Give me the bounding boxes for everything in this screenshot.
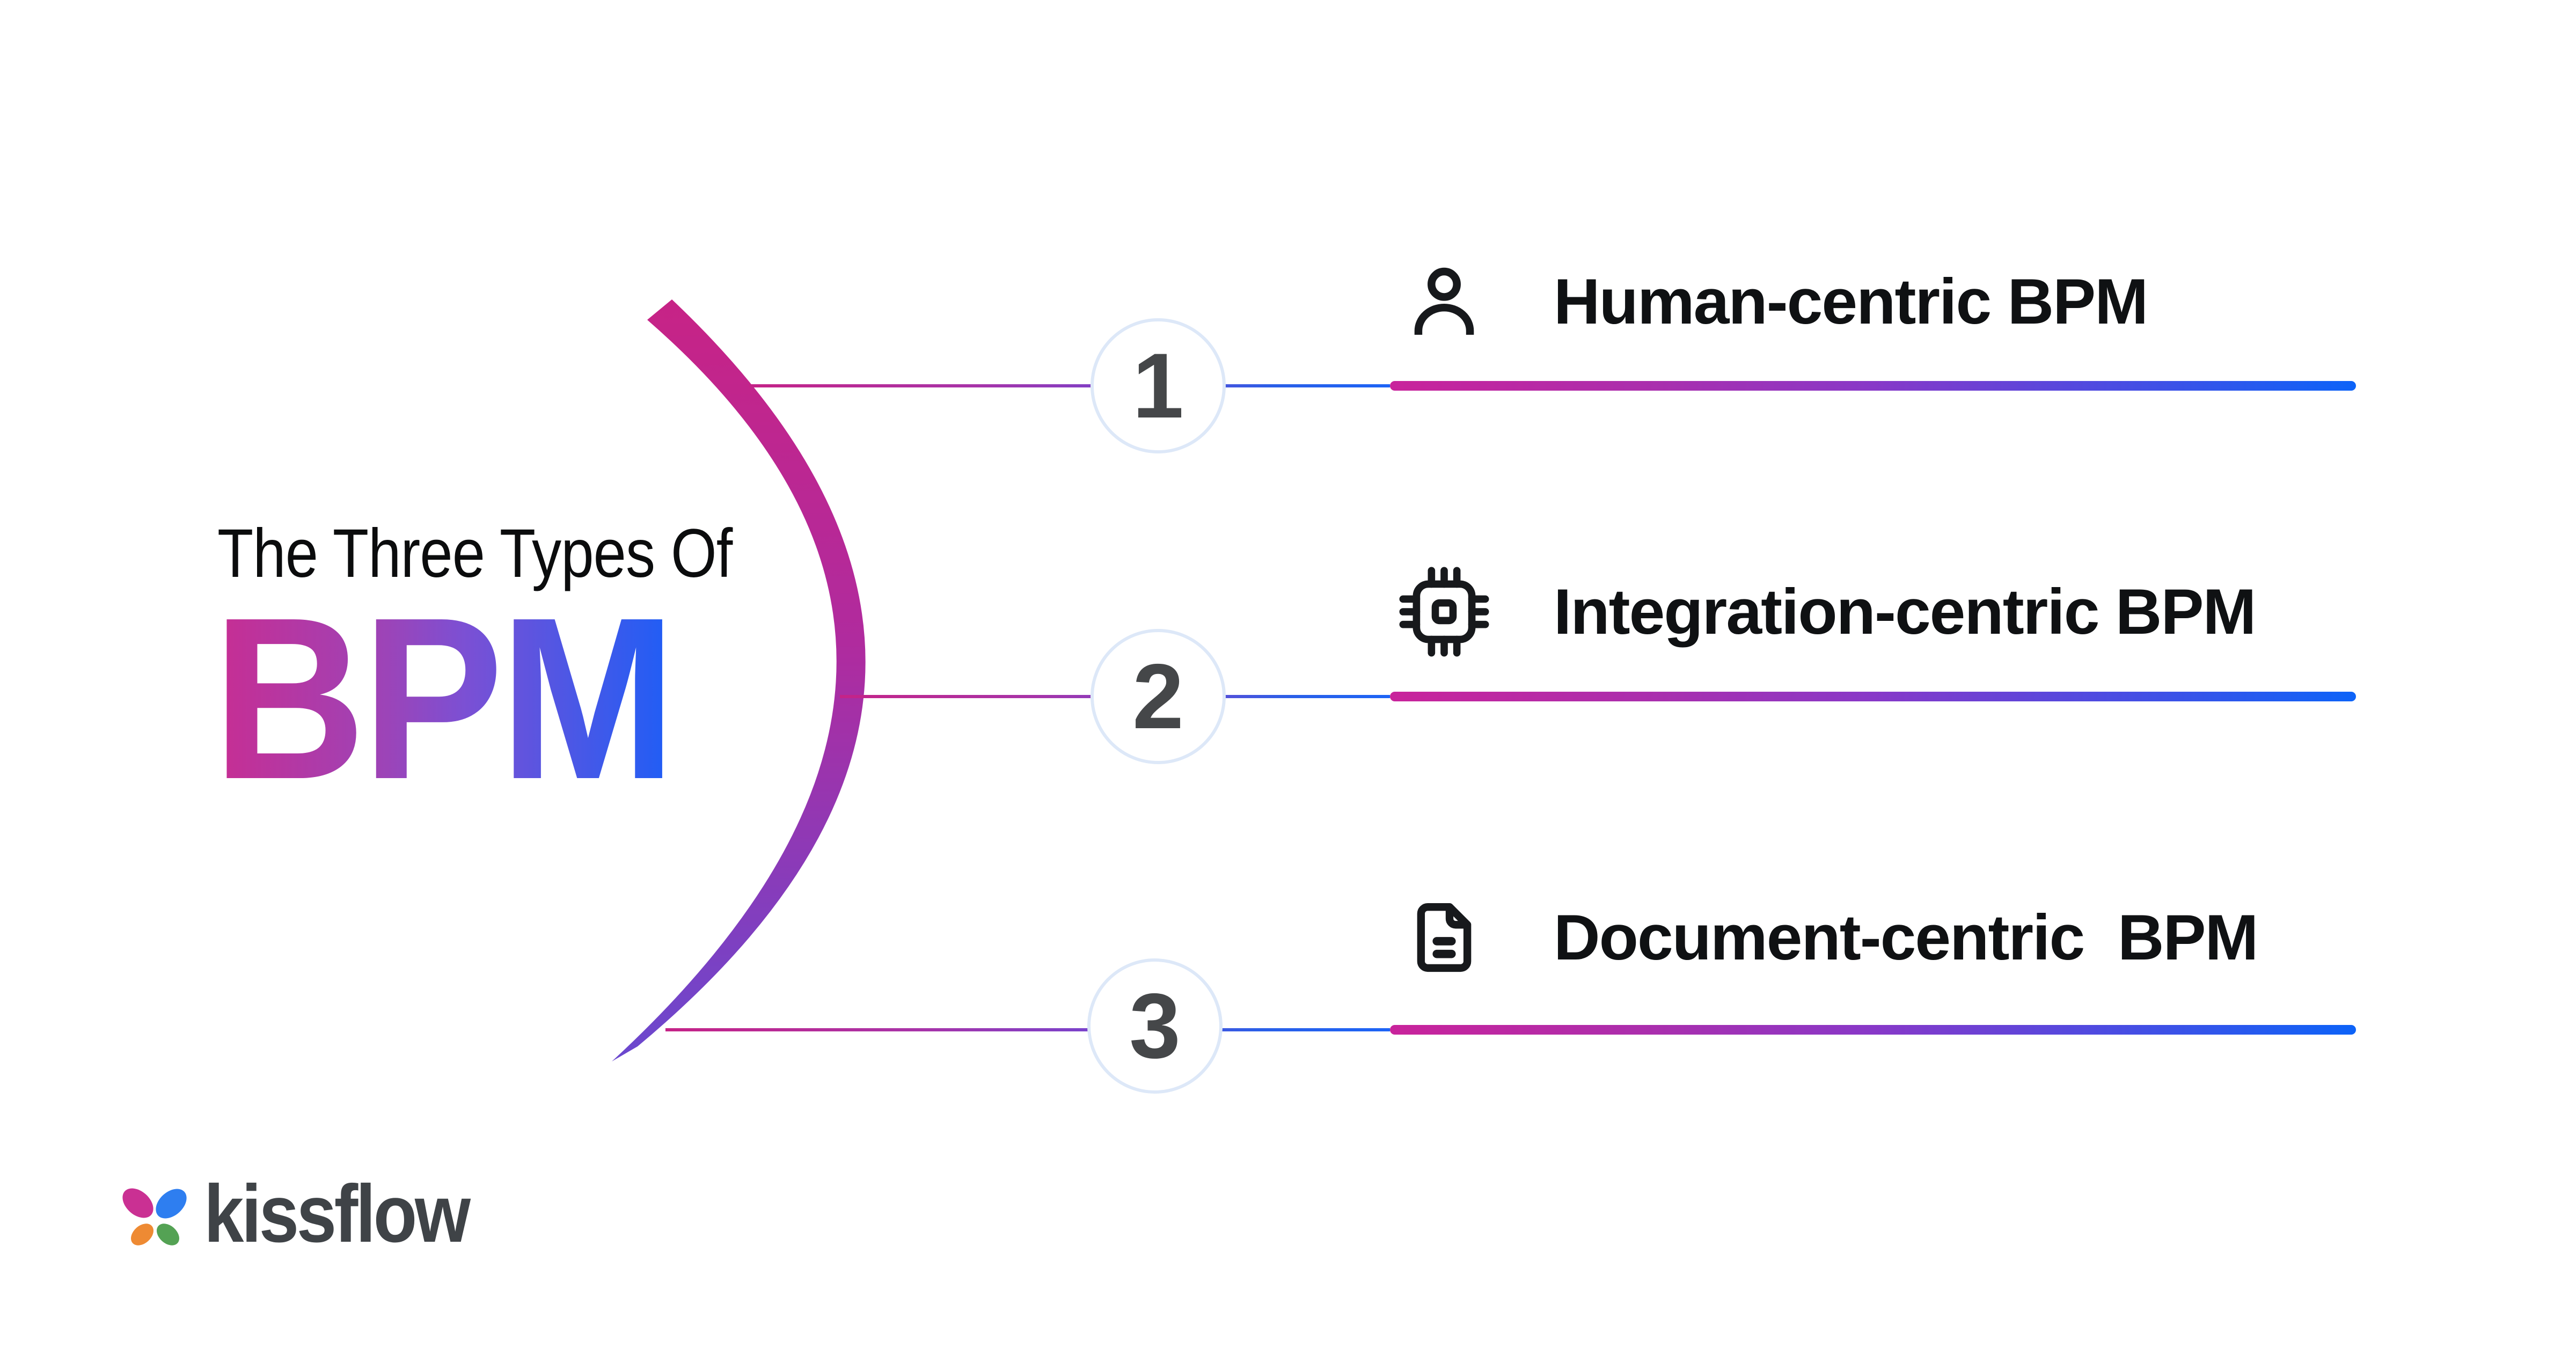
logo-wordmark: kissflow: [204, 1168, 471, 1259]
step-number: 1: [1132, 334, 1184, 437]
logo-petal-green-icon: [152, 1219, 184, 1250]
title-line: The Three Types Of: [217, 515, 733, 592]
step-number: 2: [1132, 645, 1184, 748]
bpm-type-label: Integration-centric BPM: [1554, 576, 2256, 648]
document-icon: [1398, 891, 1490, 984]
connector-line-3: [665, 1028, 1390, 1031]
bpm-type-row-human: Human-centric BPM: [1398, 255, 2148, 348]
step-badge-1: 1: [1091, 318, 1226, 453]
person-icon: [1398, 255, 1490, 348]
kissflow-logo: kissflow: [116, 1168, 605, 1259]
logo-petal-blue-icon: [150, 1183, 193, 1225]
chip-icon: [1398, 566, 1490, 658]
bpm-type-row-document: Document-centric BPM: [1398, 891, 2259, 984]
logo-petal-pink-icon: [116, 1182, 159, 1224]
gradient-bar-2: [1390, 692, 2356, 701]
bpm-type-label: Human-centric BPM: [1554, 266, 2148, 338]
step-number: 3: [1129, 975, 1181, 1078]
gradient-bar-3: [1390, 1025, 2356, 1035]
title-bpm: BPM: [213, 570, 676, 827]
gradient-bar-1: [1390, 381, 2356, 391]
bpm-type-row-integration: Integration-centric BPM: [1398, 566, 2256, 658]
step-badge-3: 3: [1087, 958, 1223, 1094]
connector-line-1: [749, 384, 1390, 387]
logo-petal-orange-icon: [127, 1219, 158, 1250]
bpm-type-label: Document-centric BPM: [1554, 902, 2259, 973]
step-badge-2: 2: [1091, 629, 1226, 764]
